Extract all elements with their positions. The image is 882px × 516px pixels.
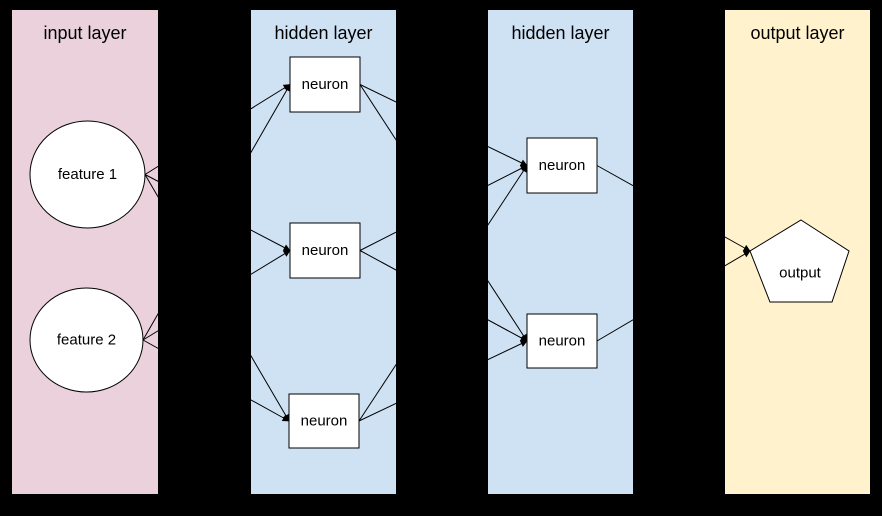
node-label-hidden1-neuron-1: neuron <box>302 76 349 93</box>
node-label-output: output <box>779 265 822 282</box>
node-label-hidden2-neuron-1: neuron <box>539 157 586 174</box>
node-label-hidden2-neuron-2: neuron <box>539 333 586 350</box>
node-output <box>749 219 850 303</box>
layer-title-1: hidden layer <box>274 23 372 43</box>
node-feature-1 <box>29 120 146 229</box>
node-hidden1-neuron-2 <box>289 222 361 279</box>
edge-hidden1-neuron-2-to-hidden2-neuron-2 <box>359 250 528 342</box>
edge-feature-1-to-hidden1-neuron-1 <box>144 84 291 175</box>
layer-title-0: input layer <box>43 23 126 43</box>
node-hidden2-neuron-2 <box>526 313 598 369</box>
edge-hidden1-neuron-2-to-hidden2-neuron-1 <box>359 165 528 251</box>
node-hidden1-neuron-1 <box>289 56 361 113</box>
edge-hidden1-neuron-3-to-hidden2-neuron-1 <box>358 164 528 422</box>
layer-title-2: hidden layer <box>511 23 609 43</box>
node-label-hidden1-neuron-2: neuron <box>302 242 349 259</box>
node-hidden2-neuron-1 <box>526 137 598 194</box>
layer-background-2 <box>488 10 633 494</box>
edge-hidden2-neuron-1-to-output <box>596 165 751 252</box>
edge-feature-2-to-hidden1-neuron-3 <box>142 339 290 422</box>
layer-background-0 <box>12 10 158 494</box>
layer-title-3: output layer <box>750 23 844 43</box>
node-hidden1-neuron-3 <box>288 393 360 449</box>
edge-hidden2-neuron-2-to-output <box>596 250 751 342</box>
node-label-hidden1-neuron-3: neuron <box>301 413 348 430</box>
edge-feature-2-to-hidden1-neuron-1 <box>142 83 291 341</box>
edge-feature-1-to-hidden1-neuron-2 <box>144 174 291 251</box>
node-feature-2 <box>29 287 144 393</box>
edge-hidden1-neuron-1-to-hidden2-neuron-1 <box>359 84 528 166</box>
edge-feature-1-to-hidden1-neuron-3 <box>144 174 290 422</box>
edge-feature-2-to-hidden1-neuron-2 <box>142 250 291 341</box>
node-label-feature-1: feature 1 <box>58 166 117 183</box>
edge-hidden1-neuron-1-to-hidden2-neuron-2 <box>359 84 528 342</box>
edge-hidden1-neuron-3-to-hidden2-neuron-2 <box>358 340 528 422</box>
node-label-feature-2: feature 2 <box>57 332 116 349</box>
